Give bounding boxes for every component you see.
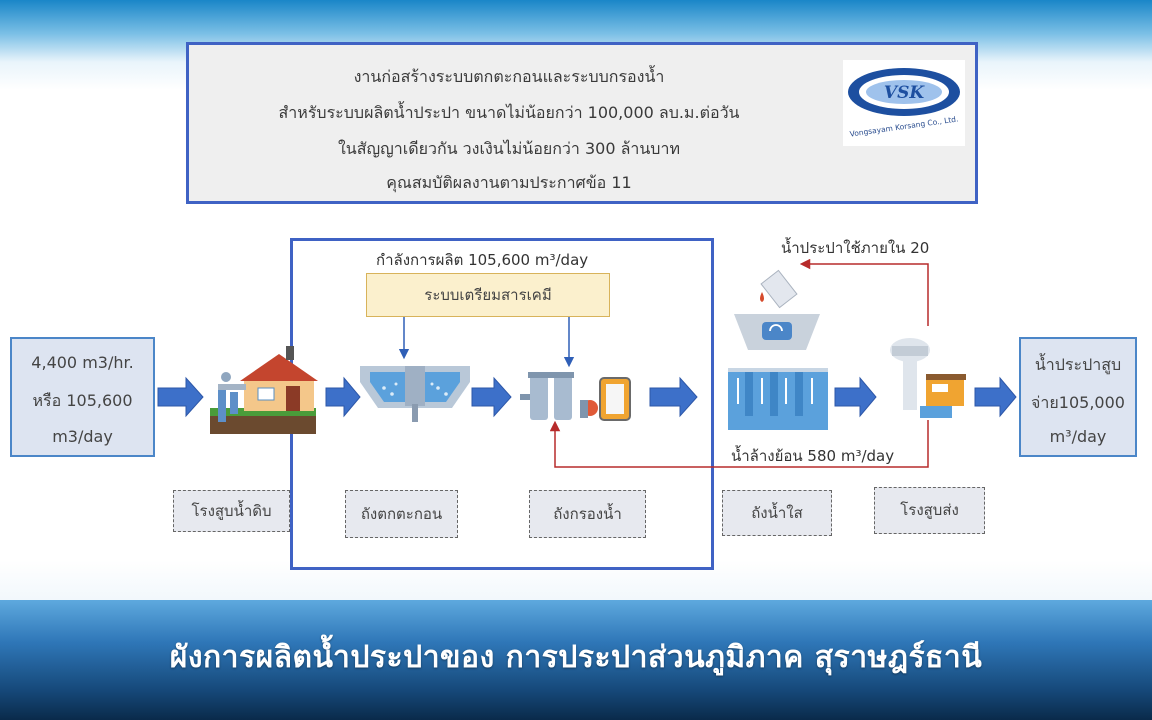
stage-label-filter: ถังกรองน้ำ: [529, 490, 646, 538]
pump-house-icon: [210, 346, 318, 434]
info-line-2: สำหรับระบบผลิตน้ำประปา ขนาดไม่น้อยกว่า 1…: [278, 103, 740, 122]
output-line-3: m³/day: [1049, 427, 1107, 446]
flow-arrow: [834, 376, 877, 418]
backwash-note: น้ำล้างย้อน 580 m³/day: [731, 447, 895, 465]
output-line-1: น้ำประปาสูบ: [1034, 355, 1122, 374]
output-line-2: จ่าย105,000: [1031, 393, 1125, 412]
flow-arrow: [157, 376, 204, 418]
clear-water-tank-icon: [728, 368, 828, 430]
diagram-title: ผังการผลิตน้ำประปาของ การประปาส่วนภูมิภา…: [169, 640, 983, 675]
distribution-output-panel: น้ำประปาสูบ จ่าย105,000 m³/day: [1019, 337, 1137, 457]
internal-use-line: [799, 258, 929, 326]
production-capacity: กำลังการผลิต 105,600 m³/day: [376, 251, 589, 269]
sedimentation-tank-icon: [360, 366, 470, 422]
filter-tank-icon: [520, 372, 631, 421]
input-line-3: m3/day: [52, 427, 113, 446]
stage-label-sedimentation: ถังตกตะกอน: [345, 490, 458, 538]
backwash-return-line: [549, 420, 929, 468]
info-line-3: ในสัญญาเดียวกัน วงเงินไม่น้อยกว่า 300 ล้…: [337, 139, 680, 158]
chemical-preparation-system: ระบบเตรียมสารเคมี: [366, 273, 610, 317]
flow-arrow: [974, 376, 1017, 418]
footer-banner: ผังการผลิตน้ำประปาของ การประปาส่วนภูมิภา…: [0, 600, 1152, 720]
stage-label-distribution-pump: โรงสูบส่ง: [874, 487, 985, 534]
flow-arrow: [471, 376, 512, 418]
chemical-dosing-icon: [734, 269, 820, 350]
stage-label-raw-water-pump: โรงสูบน้ำดิบ: [173, 490, 290, 532]
input-line-2: หรือ 105,600: [32, 391, 133, 410]
company-logo: VSK Vongsayam Korsang Co., Ltd.: [843, 60, 965, 146]
flow-arrow: [325, 376, 361, 418]
water-tower-icon: [890, 338, 966, 418]
logo-mark: VSK: [884, 83, 925, 103]
info-line-1: งานก่อสร้างระบบตกตะกอนและระบบกรองน้ำ: [353, 67, 665, 86]
flow-arrow: [649, 376, 698, 418]
input-line-1: 4,400 m3/hr.: [31, 353, 134, 372]
info-line-4: คุณสมบัติผลงานตามประกาศข้อ 11: [386, 173, 632, 192]
raw-water-input-panel: 4,400 m3/hr. หรือ 105,600 m3/day: [10, 337, 155, 457]
internal-use-note: น้ำประปาใช้ภายใน 20: [781, 239, 930, 257]
stage-label-clear-water: ถังน้ำใส: [722, 490, 832, 536]
